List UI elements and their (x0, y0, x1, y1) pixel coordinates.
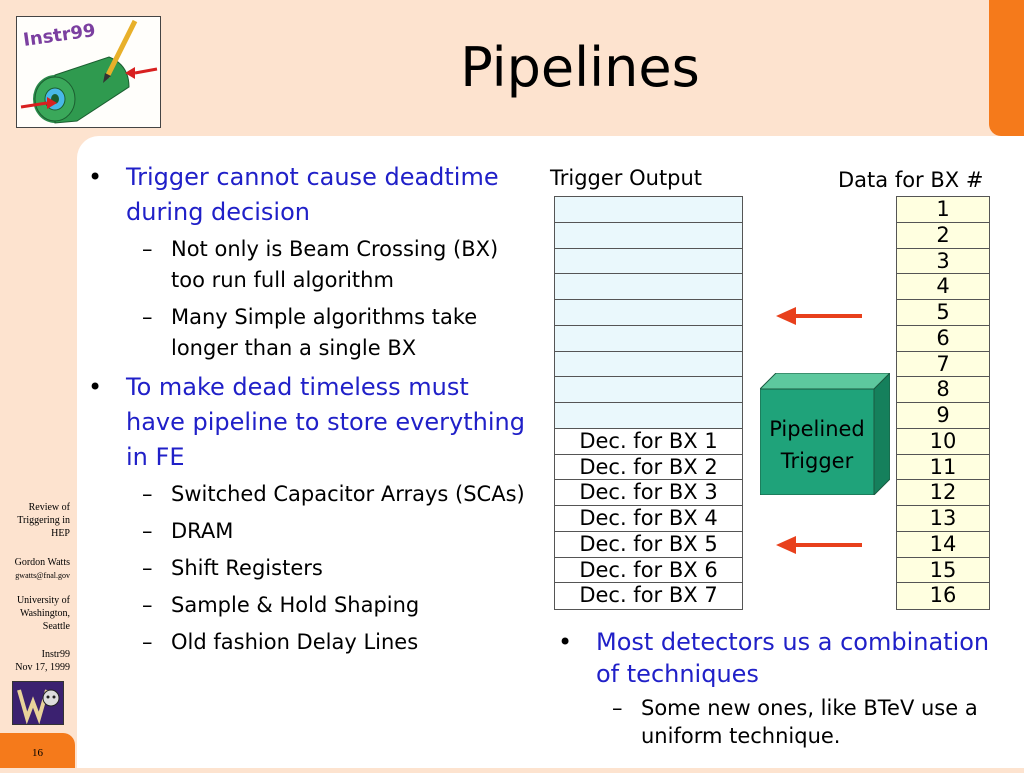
trigger-output-cell: Dec. for BX 7 (555, 583, 742, 609)
university-logo (12, 681, 64, 725)
detector-logo-icon (20, 19, 158, 124)
sub-bullet: Some new ones, like BTeV use a uniform t… (556, 694, 996, 750)
instr99-logo: Instr99 (16, 16, 161, 128)
affiliation: University of Washington, Seattle (16, 595, 70, 632)
conference: Instr99 (41, 649, 70, 660)
trigger-output-cell (555, 377, 742, 403)
trigger-output-cell: Dec. for BX 1 (555, 428, 742, 455)
sub-bullet: Switched Capacitor Arrays (SCAs) (86, 479, 526, 510)
trigger-output-cell (555, 197, 742, 223)
trigger-output-cell (555, 222, 742, 249)
review-title: Review of Triggering in HEP (17, 502, 70, 539)
left-arrow-icon (776, 536, 862, 554)
data-bx-cell: 16 (897, 583, 989, 609)
sub-bullet: Not only is Beam Crossing (BX) too run f… (86, 234, 526, 296)
data-bx-cell: 7 (897, 351, 989, 378)
trigger-output-cell (555, 351, 742, 378)
bullet-3: Most detectors us a combination of techn… (556, 626, 996, 690)
husky-w-icon (13, 682, 63, 725)
data-bx-cell: 14 (897, 531, 989, 558)
left-arrow-icon (776, 307, 862, 325)
trigger-output-cell (555, 300, 742, 326)
sub-bullet: Many Simple algorithms take longer than … (86, 302, 526, 364)
data-for-bx-label: Data for BX # (838, 168, 984, 192)
slide-title: Pipelines (460, 36, 700, 99)
trigger-output-cell: Dec. for BX 3 (555, 480, 742, 506)
data-bx-cell: 1 (897, 197, 989, 223)
bullet-1: Trigger cannot cause deadtime during dec… (86, 160, 526, 230)
trigger-output-cell: Dec. for BX 2 (555, 454, 742, 481)
data-bx-cell: 8 (897, 377, 989, 403)
cube-shape-icon (760, 373, 890, 495)
data-bx-cell: 4 (897, 274, 989, 300)
data-bx-cell: 9 (897, 403, 989, 429)
sub-bullet: Shift Registers (86, 553, 526, 584)
bullet-list: Trigger cannot cause deadtime during dec… (86, 160, 526, 664)
data-bx-cell: 13 (897, 506, 989, 532)
trigger-output-label: Trigger Output (550, 166, 703, 190)
trigger-label: Trigger (780, 449, 854, 473)
sub-bullet: Sample & Hold Shaping (86, 590, 526, 621)
author-email: gwatts@fnal.gov (15, 571, 70, 580)
trigger-output-cell (555, 325, 742, 352)
trigger-output-cell (555, 274, 742, 300)
pipelined-label: Pipelined (769, 417, 865, 441)
date: Nov 17, 1999 (15, 662, 70, 673)
trigger-output-cell: Dec. for BX 4 (555, 506, 742, 532)
data-bx-cell: 6 (897, 325, 989, 352)
trigger-output-cell (555, 248, 742, 275)
page-number: 16 (0, 733, 75, 768)
bullet-2: To make dead timeless must have pipeline… (86, 370, 526, 475)
data-bx-cell: 12 (897, 480, 989, 506)
data-bx-cell: 11 (897, 454, 989, 481)
accent-bar (989, 0, 1024, 136)
sub-bullet: Old fashion Delay Lines (86, 627, 526, 658)
data-bx-cell: 3 (897, 248, 989, 275)
trigger-output-cell: Dec. for BX 6 (555, 557, 742, 584)
trigger-output-cell: Dec. for BX 5 (555, 531, 742, 558)
data-bx-cell: 15 (897, 557, 989, 584)
pipelined-trigger-box: Pipelined Trigger (760, 373, 890, 495)
data-bx-cell: 2 (897, 222, 989, 249)
sub-bullet: DRAM (86, 516, 526, 547)
data-bx-cell: 5 (897, 300, 989, 326)
data-bx-cell: 10 (897, 428, 989, 455)
author-name: Gordon Watts (14, 557, 70, 568)
trigger-output-cell (555, 403, 742, 429)
bottom-bullet-list: Most detectors us a combination of techn… (556, 626, 996, 756)
